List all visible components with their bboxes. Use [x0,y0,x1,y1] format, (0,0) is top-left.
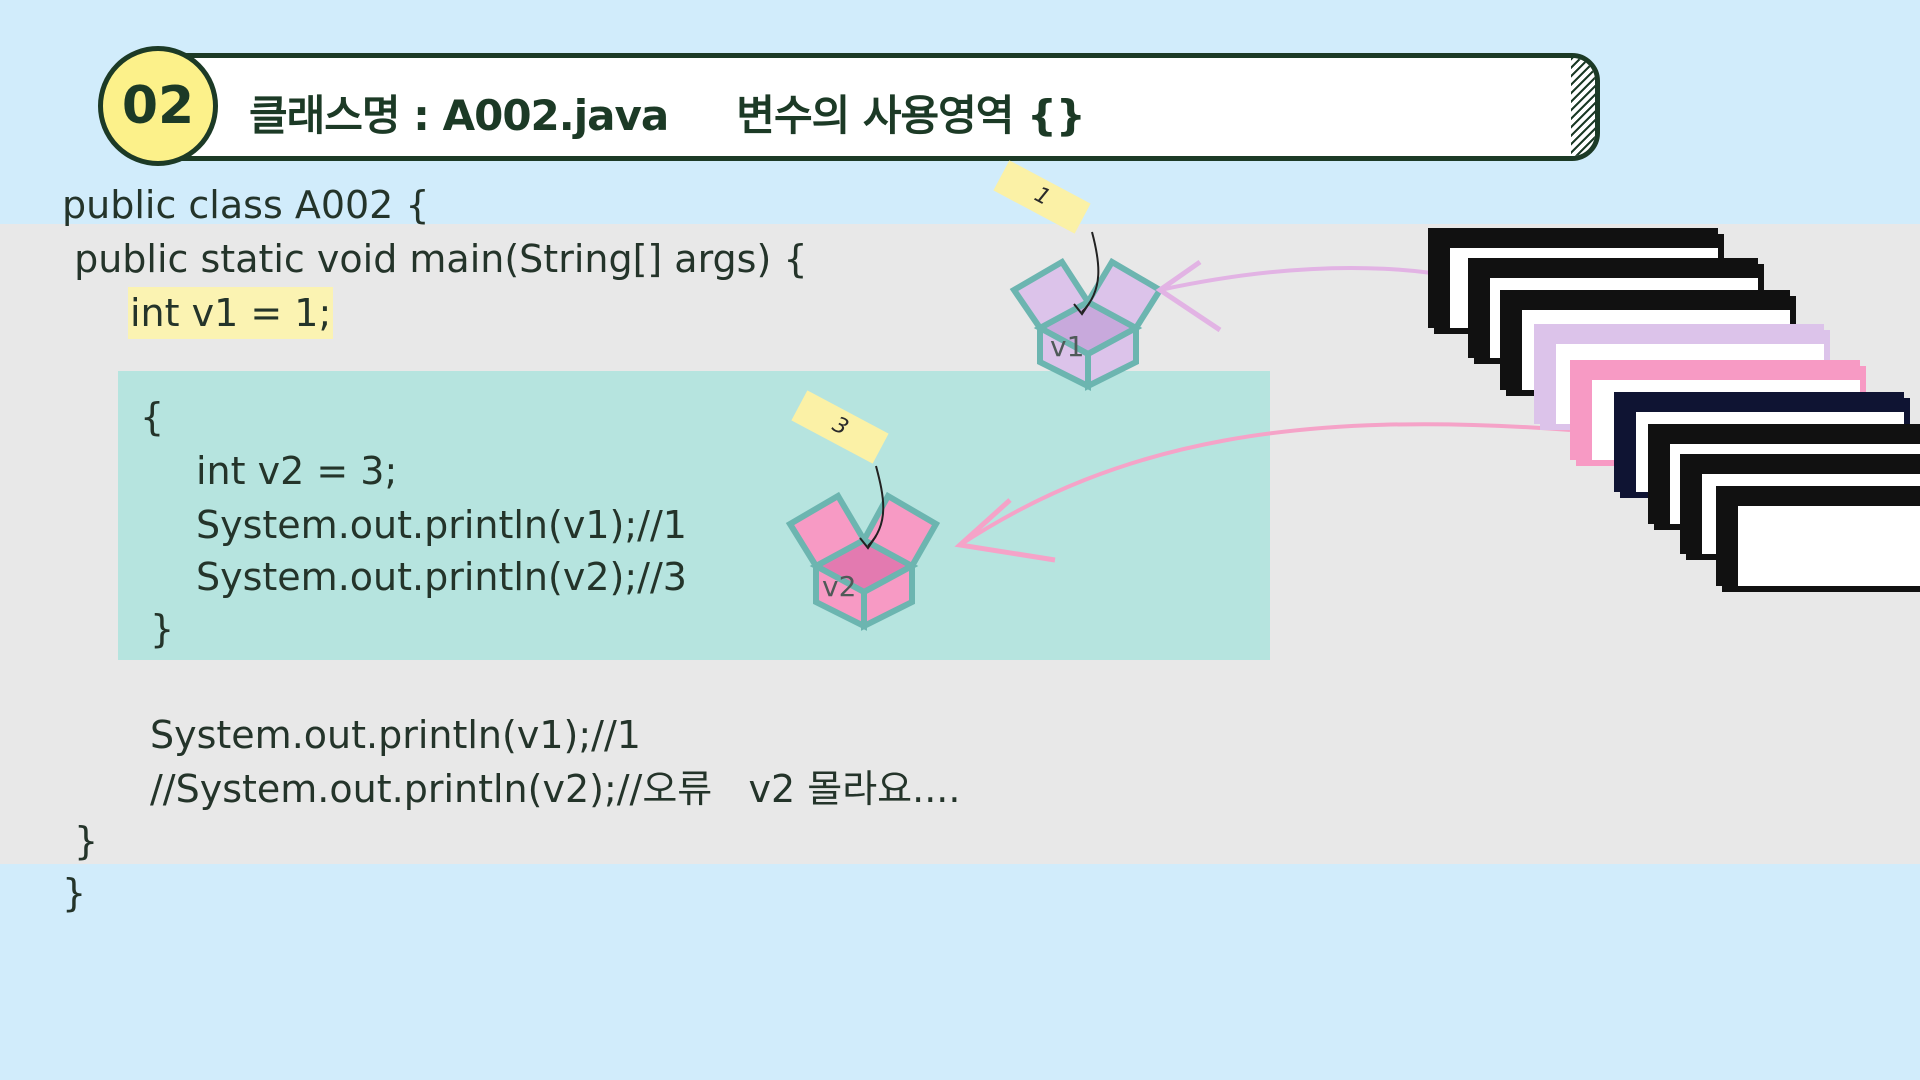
v1-declaration-highlight: int v1 = 1; [128,287,334,339]
code-line-comment-error: //System.out.println(v2);//오류 v2 몰라요.... [150,767,961,811]
code-line-print-v1-outer: System.out.println(v1);//1 [150,713,641,757]
code-line-print-v1-inner: System.out.println(v1);//1 [196,503,687,547]
assign-arrow-v2-head [954,498,1056,563]
code-line-block-close: } [150,607,175,651]
assign-arrow-v1-head [1155,259,1222,333]
code-line-v2: int v2 = 3; [196,449,398,493]
title-bar-hatch [1571,58,1595,156]
code-line-class: public class A002 { [62,183,430,227]
code-line-print-v2-inner: System.out.println(v2);//3 [196,555,687,599]
code-line-block-open: { [140,395,165,439]
title-bar: 클래스명 : A002.java 변수의 사용영역 {} [148,53,1600,161]
memory-stack-icon [1428,228,1920,592]
box-icon [785,465,941,631]
box-icon [1009,231,1165,391]
box-label-v1: v1 [1050,330,1085,363]
inner-block-highlight [118,371,1270,660]
assign-arrow-v2 [958,422,1571,547]
code-line-v1: int v1 = 1; [128,287,334,339]
code-line-main-close: } [74,819,99,863]
section-number-badge: 02 [98,46,218,166]
box-label-v2: v2 [822,570,857,603]
code-line-class-close: } [62,871,87,915]
code-line-main: public static void main(String[] args) { [62,237,808,281]
page-title: 클래스명 : A002.java 변수의 사용영역 {} [249,91,1086,140]
